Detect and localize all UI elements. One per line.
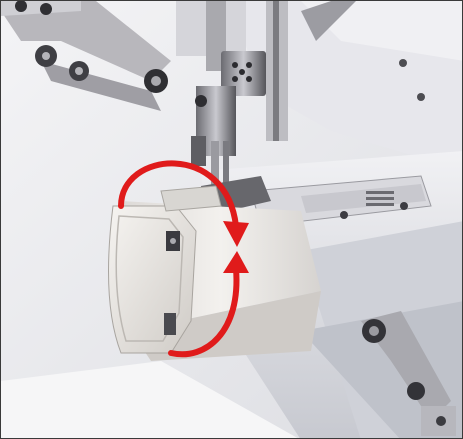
linkage-arm [1, 1, 171, 111]
floor-shadow [1, 361, 298, 438]
arrowhead-down-icon [223, 221, 249, 247]
machine-head [231, 1, 462, 171]
rotation-arrow [118, 160, 240, 358]
lower-linkage [361, 311, 456, 436]
free-arm-cylinder [108, 185, 321, 361]
rotation-arrow-upper-arc [118, 160, 239, 229]
arrowhead-up-icon [223, 251, 249, 273]
needle-bar-assembly [176, 1, 356, 239]
rotation-arrow-lower-arc [168, 266, 240, 358]
